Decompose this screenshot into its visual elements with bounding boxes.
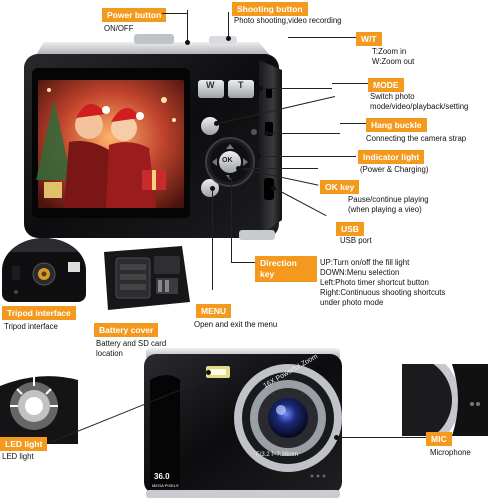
- battery-cover-tag: Battery cover: [94, 323, 159, 337]
- wt-tag: W/T: [356, 32, 382, 46]
- direction-key-title-2: key: [260, 269, 275, 279]
- mode-desc-2: mode/video/playback/setting: [370, 102, 469, 111]
- megapixels-unit: MEGA PIXELS: [152, 483, 179, 488]
- ok-key-desc-1: Pause/continue playing: [348, 195, 429, 204]
- wt-desc-1: T:Zoom in: [372, 47, 407, 56]
- direction-key-title-1: Direction: [260, 258, 297, 268]
- mic-desc: Microphone: [430, 448, 471, 457]
- power-button-tag: Power button: [102, 8, 167, 22]
- ok-key-desc-2: (when playing a vieo): [348, 205, 422, 214]
- menu-tag: MENU: [196, 304, 232, 318]
- w-button-label: W: [206, 80, 215, 90]
- mode-tag: MODE: [368, 78, 404, 92]
- direction-key-desc-1: UP:Turn on/off the fill light: [320, 258, 410, 267]
- led-light-desc: LED light: [2, 452, 34, 461]
- camera-front: 16X Powerful Zoom F/3.2 f=7.36mm 36.0 ME…: [140, 340, 345, 500]
- direction-key-desc-5: under photo mode: [320, 298, 384, 307]
- megapixels-value: 36.0: [154, 472, 170, 481]
- mic-tag: MIC: [426, 432, 452, 446]
- direction-key-tag: Direction key: [255, 256, 317, 282]
- led-light-tag: LED light: [0, 437, 48, 451]
- shooting-button-desc: Photo shooting,video recording: [234, 16, 342, 25]
- camera-back: W T OK: [14, 30, 289, 245]
- t-button-label: T: [238, 80, 244, 90]
- direction-key-desc-4: Right:Continuous shooting shortcuts: [320, 288, 446, 297]
- ok-button-label: OK: [222, 157, 233, 164]
- indicator-light-desc: (Power & Charging): [360, 165, 429, 174]
- lens-spec-text: F/3.2 f=7.36mm: [256, 452, 299, 458]
- tripod-interface-desc: Tripod interface: [4, 322, 58, 331]
- direction-key-desc-2: DOWN:Menu selection: [320, 268, 400, 277]
- battery-cover-desc-2: location: [96, 349, 123, 358]
- direction-key-desc-3: Left:Photo timer shortcut button: [320, 278, 429, 287]
- mode-desc-1: Switch photo: [370, 92, 415, 101]
- tripod-interface-tag: Tripod interface: [2, 306, 76, 320]
- power-button-desc: ON/OFF: [104, 24, 134, 33]
- wt-desc-2: W:Zoom out: [372, 57, 415, 66]
- mic-closeup: [402, 364, 488, 436]
- tripod-closeup: [2, 238, 86, 302]
- ok-key-tag: OK key: [320, 180, 360, 194]
- menu-desc: Open and exit the menu: [194, 320, 278, 329]
- hang-buckle-desc: Connecting the camera strap: [366, 134, 467, 143]
- battery-cover-desc-1: Battery and SD card: [96, 339, 167, 348]
- led-closeup: [0, 366, 78, 444]
- usb-tag: USB: [336, 222, 364, 236]
- battery-compartment-closeup: [94, 242, 194, 314]
- shooting-button-tag: Shooting button: [232, 2, 308, 16]
- hang-buckle-tag: Hang buckle: [366, 118, 427, 132]
- usb-desc: USB port: [340, 236, 372, 245]
- indicator-light-tag: Indicator light: [358, 150, 425, 164]
